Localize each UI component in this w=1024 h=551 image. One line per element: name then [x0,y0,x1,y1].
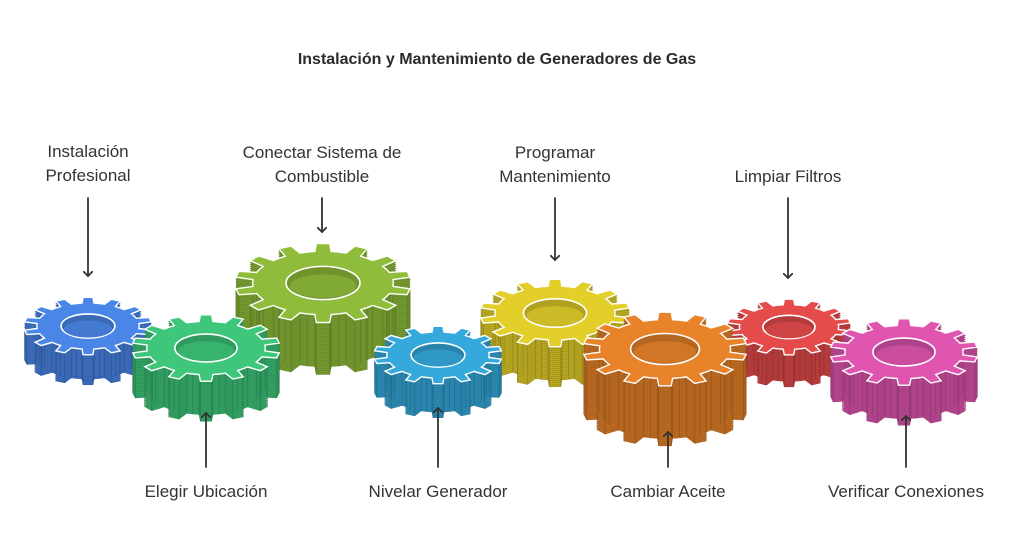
gear-instalacion [23,296,153,386]
gear-conexiones [829,318,979,426]
gear-programar [479,278,631,388]
step-conexiones: Verificar Conexiones [828,416,984,501]
gears-layer [23,242,979,447]
step-label: Combustible [275,167,370,186]
step-ubicacion: Elegir Ubicación [145,413,268,501]
step-filtros: Limpiar Filtros [735,167,842,278]
gear-aceite [582,311,748,447]
step-label: Cambiar Aceite [610,482,725,501]
step-combustible: Conectar Sistema de Combustible [243,143,402,232]
step-label: Verificar Conexiones [828,482,984,501]
step-label: Mantenimiento [499,167,611,186]
step-label: Programar [515,143,596,162]
step-label: Elegir Ubicación [145,482,268,501]
gear-filtros [726,298,852,388]
step-label: Limpiar Filtros [735,167,842,186]
diagram-title: Instalación y Mantenimiento de Generador… [298,51,696,68]
step-label: Instalación [47,142,128,161]
gear-ubicacion [131,314,281,422]
step-label: Profesional [45,166,130,185]
step-label: Conectar Sistema de [243,143,402,162]
step-aceite: Cambiar Aceite [610,432,726,501]
gear-nivelar [373,325,503,419]
step-label: Nivelar Generador [369,482,508,501]
step-nivelar: Nivelar Generador [369,408,508,501]
gear-combustible [234,242,412,375]
